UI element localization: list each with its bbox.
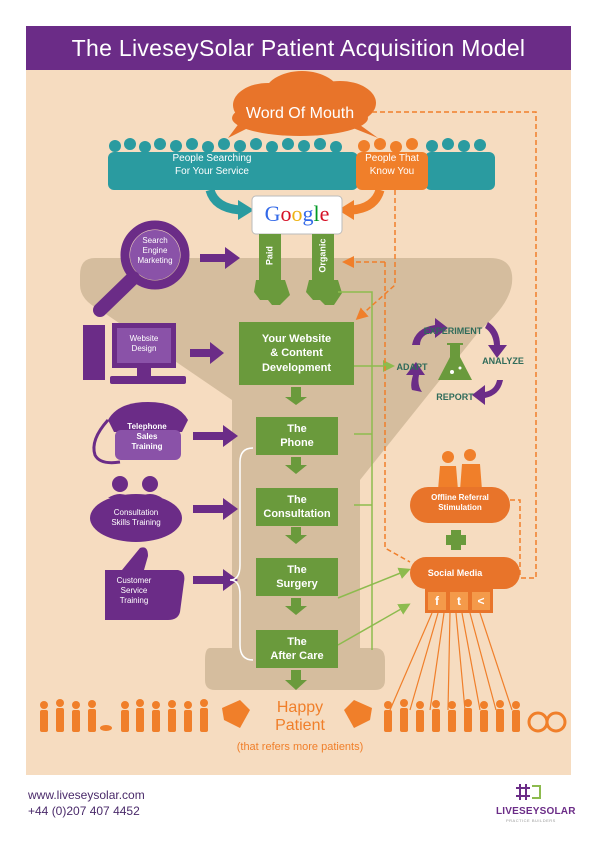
refers-label: (that refers more patients) (236, 741, 364, 753)
google-letter: o (280, 201, 292, 226)
megaphone-right-icon (344, 700, 372, 728)
magnifier-icon (93, 220, 190, 317)
offline-people-icon (438, 449, 482, 490)
google-letter: e (319, 201, 330, 226)
cycle-report: REPORT (436, 392, 474, 402)
logo-mark-icon (516, 784, 541, 800)
crowd-know-you (356, 138, 428, 190)
facebook-icon (428, 592, 446, 610)
orange-dashed-lines (342, 111, 537, 579)
consultation-icon (90, 476, 182, 542)
social-fan-lines (389, 612, 513, 711)
facebook-letter: f (435, 594, 439, 608)
telephone-icon (92, 402, 188, 465)
crowd-searching (108, 138, 495, 190)
funnel-shape (80, 258, 513, 690)
paid-hand (254, 280, 290, 305)
computer-icon (83, 323, 186, 384)
footer-logo: LIVESEYSOLAR (496, 806, 576, 817)
arrow-know-to-google (351, 188, 385, 215)
green-feedback-lines (337, 291, 411, 650)
crowd-bottom-left (40, 699, 208, 732)
google-box (251, 195, 343, 235)
organic-label: Organic (317, 238, 328, 273)
twitter-icon (450, 592, 468, 610)
down-arrows (285, 387, 307, 690)
google-letter: o (291, 201, 303, 226)
footer-logo-sub: PRACTICE BUILDERS (506, 818, 556, 823)
megaphone-left-icon (222, 700, 250, 728)
paid-label: Paid (264, 246, 275, 266)
cycle-experiment: EXPERIMENT (423, 326, 483, 336)
plus-icon (446, 530, 466, 550)
organic-bar (312, 234, 334, 282)
footer-phone: +44 (0)207 407 4452 (28, 804, 140, 818)
steps-bracket (229, 447, 254, 661)
page-title: The LiveseySolar Patient Acquisition Mod… (26, 26, 571, 70)
google-letter: g (302, 201, 314, 226)
footer-url[interactable]: www.liveseysolar.com (28, 788, 145, 802)
crowd-bottom-right (384, 699, 567, 733)
cycle-analyze: ANALYZE (482, 356, 524, 366)
paid-bar (259, 234, 281, 282)
share-letter: < (477, 594, 485, 608)
organic-hand (306, 280, 342, 305)
social-media-box (410, 557, 520, 589)
share-icon (472, 592, 490, 610)
twitter-letter: t (457, 594, 461, 608)
cycle-adapt: ADAPT (396, 362, 428, 372)
google-logo: Google (252, 201, 342, 227)
google-letter: l (313, 201, 320, 226)
flask-icon (438, 343, 472, 380)
social-media-label: Social Media (427, 568, 483, 578)
cycle-arrows (406, 318, 507, 405)
thumbs-up-icon (105, 547, 185, 620)
google-letter: G (264, 201, 281, 226)
left-arrows (190, 247, 240, 591)
arrow-searching-to-google (205, 188, 241, 215)
word-of-mouth-label: Word Of Mouth (245, 105, 355, 122)
word-of-mouth-cloud (228, 71, 378, 138)
offline-box (410, 487, 510, 523)
